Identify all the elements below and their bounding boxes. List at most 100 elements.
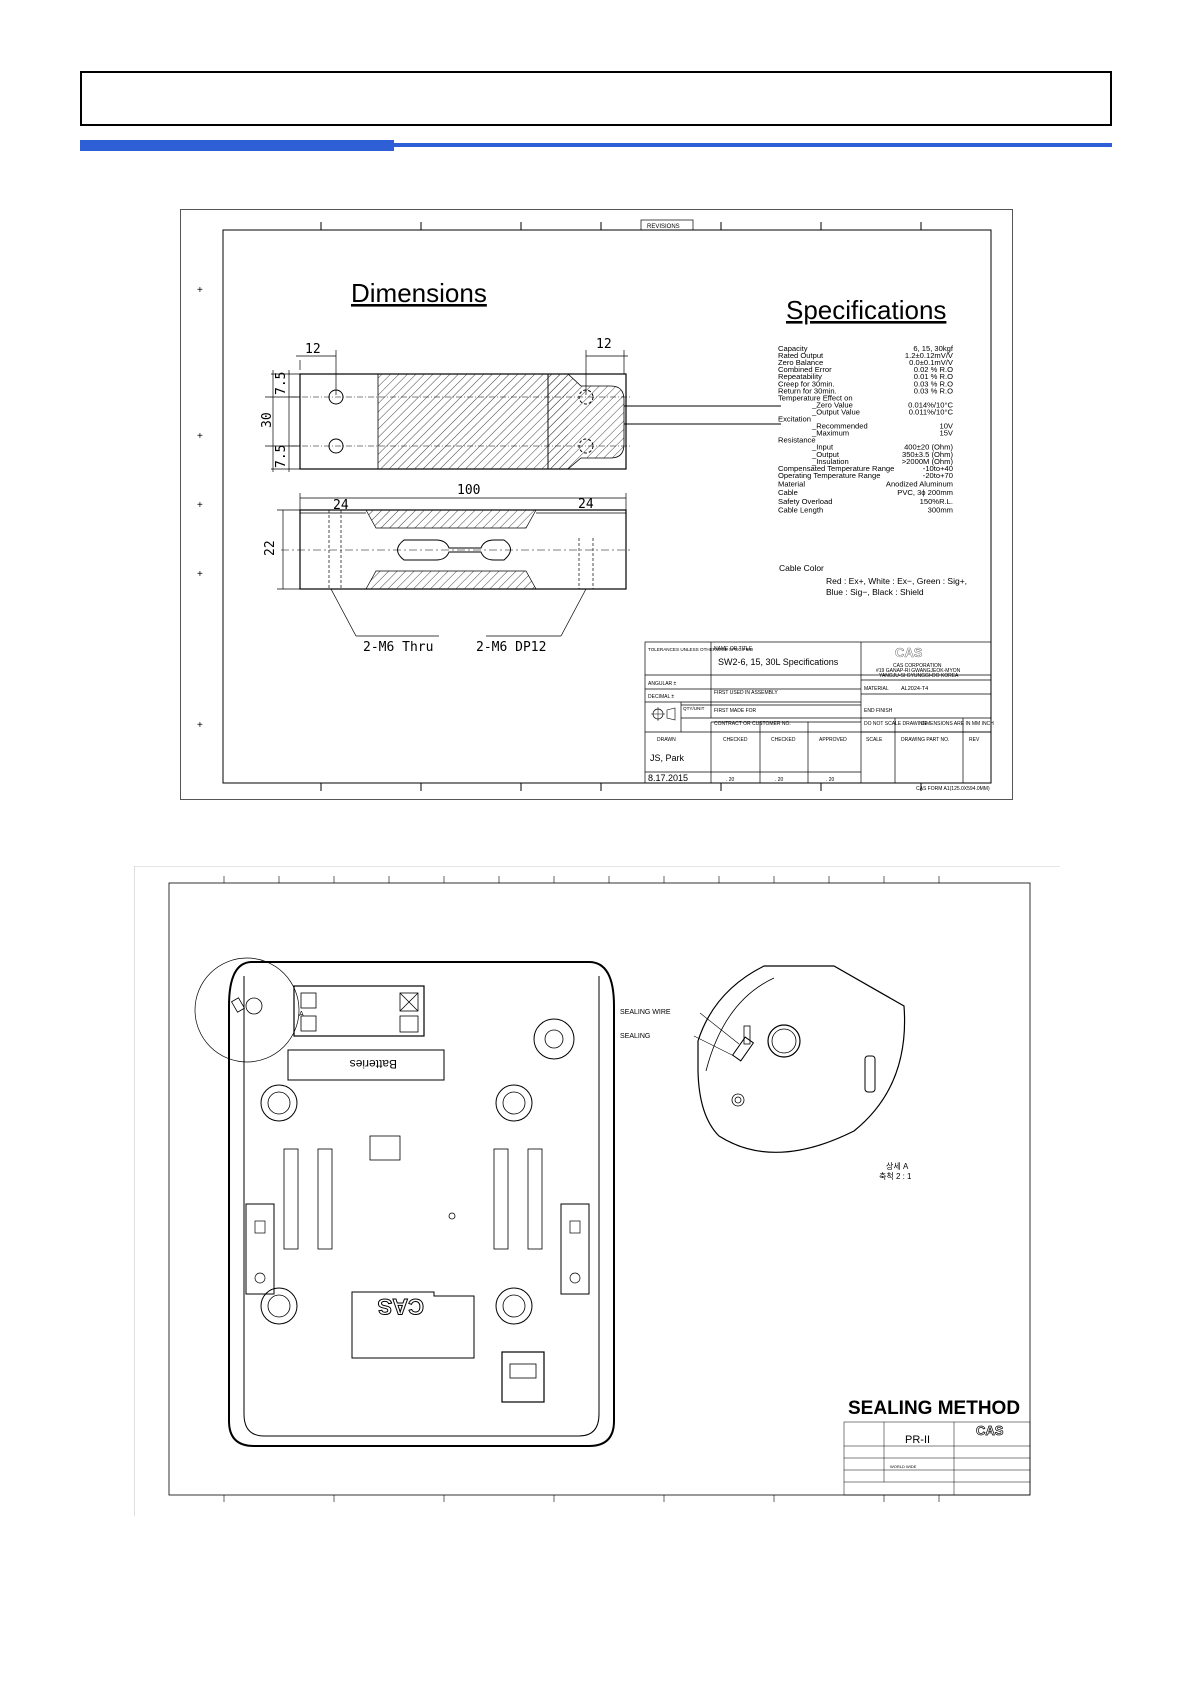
spec-label: Material	[778, 480, 805, 489]
detail-a-view	[693, 965, 906, 1153]
dim-12-left: 12	[305, 342, 321, 357]
header-rule-thick	[80, 140, 394, 151]
cas-logo-underside: CAS	[378, 1294, 424, 1319]
tb-form: CAS FORM A1(125.0X594.0MM)	[916, 786, 990, 792]
revisions-box	[640, 219, 694, 231]
spec-value: 10V	[939, 422, 953, 431]
svg-text:+: +	[197, 431, 203, 442]
spec-value: >2000M (Ohm)	[902, 457, 954, 466]
svg-text:Batteries: Batteries	[350, 1057, 397, 1071]
spec-value: Anodized Aluminum	[886, 480, 953, 489]
spec-label: Resistance	[778, 436, 816, 445]
tb-address2: YANGJU-SI GYUNGGI-DO KOREA	[879, 673, 959, 679]
tb-date: 8.17.2015	[648, 773, 688, 783]
plus-marks: + + + + +	[197, 285, 203, 731]
spec-value: 150%R.L.	[920, 497, 953, 506]
svg-text:+: +	[197, 500, 203, 511]
tb-approved: APPROVED	[819, 737, 847, 743]
label-sealing-wire: SEALING WIRE	[620, 1009, 671, 1016]
spec-label: Excitation	[778, 415, 811, 424]
spec-value: 0.02 % R.O	[914, 365, 953, 374]
loadcell-side-view	[281, 509, 631, 590]
detail-a-callout: A	[299, 1011, 304, 1018]
spec-label: _Maximum	[811, 429, 849, 438]
spec-value: 6, 15, 30kgf	[913, 344, 954, 353]
tb-do-not-scale: DO NOT SCALE DRAWING	[864, 721, 927, 727]
dim-12-right: 12	[596, 337, 612, 352]
note-m6-thru: 2-M6 Thru	[363, 640, 433, 655]
dimensions-title: Dimensions	[351, 278, 487, 308]
cable-color-line1: Red : Ex+, White : Ex−, Green : Sig+,	[826, 576, 967, 586]
spec-label: Cable Length	[778, 506, 823, 515]
title-block-text: TOLERANCES UNLESS OTHERWISE SPECIFIED NA…	[648, 645, 994, 792]
svg-text:+: +	[197, 285, 203, 296]
inner-border	[222, 229, 992, 784]
tb2-world-wide: WORLD WIDE	[890, 1464, 917, 1469]
spec-label: Temperature Effect on	[778, 393, 853, 402]
note-m6-dp12: 2-M6 DP12	[476, 640, 546, 655]
dim-22: 22	[263, 540, 278, 556]
tb-contract: CONTRACT OR CUSTOMER NO.	[714, 721, 791, 727]
sealing-method-heading: SEALING METHOD	[848, 1398, 1020, 1419]
spec-value: 400±20 (Ohm)	[904, 443, 953, 452]
spec-label: Creep for 30min.	[778, 379, 835, 388]
spec-label: Compensated Temperature Range	[778, 464, 894, 473]
tb-date2: . 20	[726, 777, 735, 783]
spec-value: PVC, 3ϕ 200mm	[897, 488, 953, 497]
spec-label: _Input	[811, 443, 834, 452]
tb-drawn: DRAWN	[657, 737, 676, 743]
header-box	[80, 71, 1112, 126]
tb-date4: . 20	[826, 777, 835, 783]
dim-30: 30	[260, 412, 275, 428]
tb-dimensions-are: DIMENSIONS ARE IN MM INCH	[921, 721, 994, 727]
spec-label: Capacity	[778, 344, 808, 353]
tb-checked2: CHECKED	[771, 737, 796, 743]
spec-value: 0.01 % R.O	[914, 372, 953, 381]
tb-scale: SCALE	[866, 737, 883, 743]
tb2-cas-logo: CAS	[976, 1423, 1004, 1438]
tb-drawing-part-no: DRAWING PART NO.	[901, 737, 949, 743]
tb-qty-unit: QTY/UNIT	[683, 706, 705, 711]
svg-text:+: +	[197, 569, 203, 580]
loadcell-spec-drawing: +++ ++ REVISIONS Dimensions Specificatio…	[180, 209, 1013, 800]
tb-first-made: FIRST MADE FOR	[714, 708, 757, 714]
spec-label: Return for 30min.	[778, 386, 837, 395]
sealing-method-drawing: Batteries CAS A	[133, 865, 1060, 1516]
tb-name-or-title: NAME OR TITLE	[714, 646, 753, 652]
sealing-drawing-svg: Batteries CAS A	[133, 865, 1060, 1516]
dim-24-left: 24	[333, 498, 349, 513]
tb-date3: . 20	[775, 777, 784, 783]
dim-24-right: 24	[578, 497, 594, 512]
spec-label: _Zero Value	[811, 400, 853, 409]
title-block-frame	[644, 641, 992, 784]
spec-label: Zero Balance	[778, 358, 823, 367]
dim-7-5-bottom: 7.5	[274, 445, 289, 468]
dim-7-5-top: 7.5	[274, 372, 289, 395]
tb-title: SW2-6, 15, 30L Specifications	[718, 657, 839, 667]
spec-value: 0.011%/10°C	[909, 407, 954, 416]
spec-value: -10to+40	[923, 464, 953, 473]
tb-drawn-by: JS, Park	[650, 753, 685, 763]
spec-value: 15V	[939, 429, 953, 438]
sheet-ruler-ticks	[223, 876, 940, 1502]
svg-text:+: +	[197, 720, 203, 731]
tb-cas-logo: CAS	[895, 645, 923, 660]
spec-value: 1.2±0.12mV/V	[905, 351, 954, 360]
dim-100: 100	[457, 483, 480, 498]
specifications-title: Specifications	[786, 295, 946, 325]
spec-value: 300mm	[928, 506, 953, 515]
spec-label: Rated Output	[778, 351, 824, 360]
detail-a-circle	[194, 957, 300, 1063]
spec-label: _Output	[811, 450, 840, 459]
header-rule-thin	[394, 143, 1112, 147]
tb-rev: REV	[969, 737, 980, 743]
side-view-dims	[277, 493, 627, 637]
spec-value: 0.014%/10°C	[908, 400, 953, 409]
top-view-dims	[265, 350, 628, 472]
spec-label: _Insulation	[811, 457, 849, 466]
spec-label: Combined Error	[778, 365, 832, 374]
spec-label: Repeatability	[778, 372, 822, 381]
spec-label: Cable	[778, 488, 798, 497]
spec-label: _Output Value	[811, 407, 860, 416]
tb-first-used: FIRST USED IN ASSEMBLY	[714, 690, 778, 696]
